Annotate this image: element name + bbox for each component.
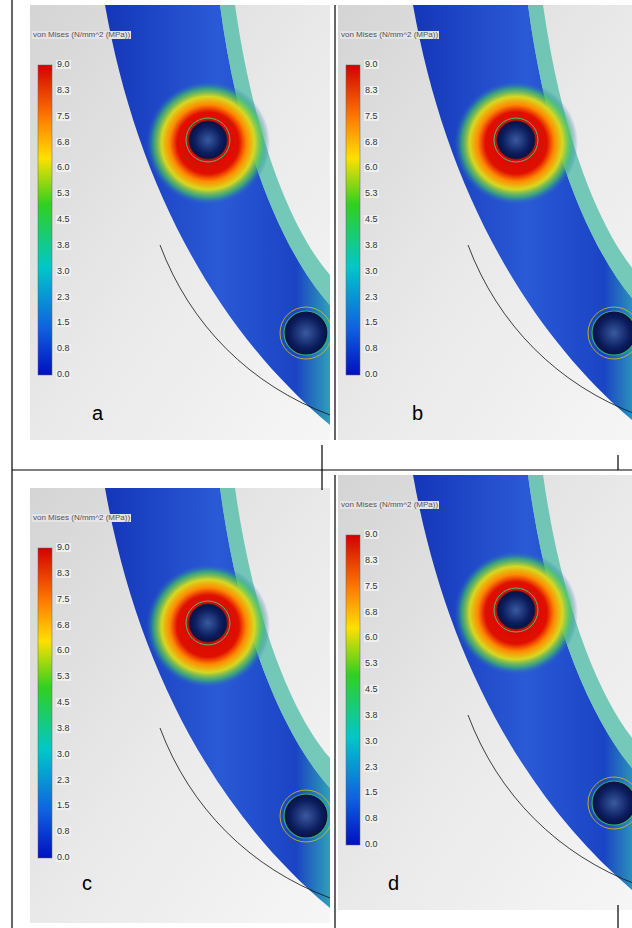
scale-value: 1.5 [364,318,379,327]
scale-value: 1.5 [364,788,379,797]
scale-value: 4.5 [56,215,71,224]
scale-value: 7.5 [364,112,379,121]
scale-value: 9.0 [364,530,379,539]
scale-value: 7.5 [364,582,379,591]
scale-value: 6.0 [364,633,379,642]
legend-title: von Mises (N/mm^2 (MPa)) [32,31,131,39]
scale-value: 7.5 [56,595,71,604]
scale-value: 6.8 [56,138,71,147]
scale-value: 5.3 [364,189,379,198]
scale-value: 0.8 [56,344,71,353]
scale-value: 3.0 [56,750,71,759]
scale-value: 2.3 [364,293,379,302]
scale-value: 9.0 [56,543,71,552]
scale-value: 2.3 [56,776,71,785]
scale-value: 8.3 [56,569,71,578]
scale-value: 4.5 [364,215,379,224]
scale-value: 1.5 [56,318,71,327]
scale-value: 3.8 [364,241,379,250]
scale-value: 6.8 [56,621,71,630]
scale-value: 3.8 [56,724,71,733]
panel-letter: b [412,403,423,423]
scale-value: 3.8 [364,711,379,720]
scale-value: 0.0 [364,840,379,849]
scale-value: 0.0 [56,853,71,862]
scale-value: 3.0 [364,737,379,746]
legend-title: von Mises (N/mm^2 (MPa)) [340,501,439,509]
scale-value: 5.3 [56,672,71,681]
scale-value: 1.5 [56,801,71,810]
scale-value: 3.0 [56,267,71,276]
scale-value: 8.3 [364,86,379,95]
scale-value: 0.8 [364,344,379,353]
scale-value: 8.3 [56,86,71,95]
scale-value: 5.3 [56,189,71,198]
scale-value: 9.0 [56,60,71,69]
scale-value: 6.0 [56,646,71,655]
legend-title: von Mises (N/mm^2 (MPa)) [32,514,131,522]
scale-value: 4.5 [56,698,71,707]
panel-letter: c [82,873,92,893]
legend-title: von Mises (N/mm^2 (MPa)) [340,31,439,39]
scale-value: 0.0 [364,370,379,379]
scale-value: 9.0 [364,60,379,69]
scale-value: 4.5 [364,685,379,694]
scale-value: 6.8 [364,138,379,147]
scale-value: 3.8 [56,241,71,250]
scale-value: 5.3 [364,659,379,668]
scale-value: 0.8 [364,814,379,823]
panel-letter: d [388,873,399,893]
panel-letter: a [92,403,103,423]
scale-value: 8.3 [364,556,379,565]
scale-value: 2.3 [364,763,379,772]
scale-value: 2.3 [56,293,71,302]
scale-value: 6.8 [364,608,379,617]
scale-value: 6.0 [56,163,71,172]
scale-value: 7.5 [56,112,71,121]
scale-value: 6.0 [364,163,379,172]
scale-value: 0.0 [56,370,71,379]
scale-value: 0.8 [56,827,71,836]
scale-value: 3.0 [364,267,379,276]
